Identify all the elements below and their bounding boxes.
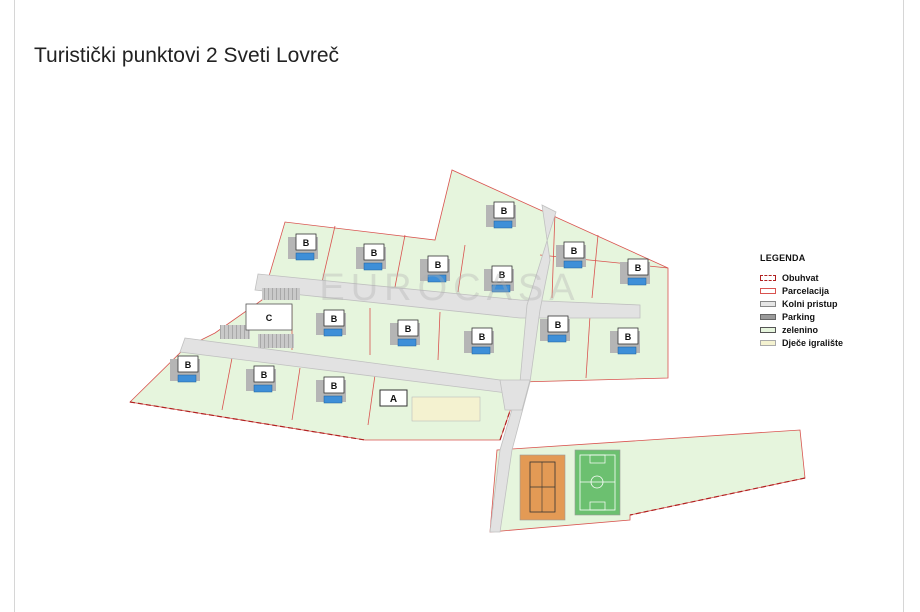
pool	[471, 346, 491, 355]
house-label: B	[303, 238, 310, 248]
legend-item-parking: Parking	[760, 310, 843, 323]
house-label: B	[479, 332, 486, 342]
house-box	[253, 365, 275, 383]
pool	[177, 374, 197, 383]
legend-swatch-obuhvat	[760, 274, 776, 281]
watermark: EUROCASA	[319, 267, 580, 309]
house-b: B	[356, 243, 386, 271]
legend-swatch-djece-igraliste	[760, 339, 776, 346]
house-b: B	[464, 327, 494, 355]
house-label: B	[571, 246, 578, 256]
houses-layer: B B B B B B B B B B B B B B B	[170, 201, 650, 404]
pool	[323, 328, 343, 337]
house-box	[177, 355, 199, 373]
playground	[411, 396, 481, 422]
parking-areas	[220, 288, 300, 348]
pool	[491, 284, 511, 293]
roads	[179, 204, 641, 533]
house-box	[547, 315, 569, 333]
legend-item-zelenino: zelenino	[760, 323, 843, 336]
house-b: B	[170, 355, 200, 383]
house-box	[563, 241, 585, 259]
legend: LEGENDA Obuhvat Parcelacija Kolni pristu…	[760, 253, 843, 349]
pool	[563, 260, 583, 269]
house-b: B	[316, 376, 346, 404]
house-label: B	[635, 263, 642, 273]
svg-text:C: C	[266, 313, 273, 323]
pool	[547, 334, 567, 343]
house-label: B	[499, 270, 506, 280]
page-title: Turistički punktovi 2 Sveti Lovreč	[34, 44, 340, 67]
pool	[617, 346, 637, 355]
house-box	[491, 265, 513, 283]
house-label: B	[435, 260, 442, 270]
house-b: B	[316, 309, 346, 337]
legend-swatch-zelenino	[760, 326, 776, 333]
house-box	[323, 376, 345, 394]
legend-swatch-parcelacija	[760, 287, 776, 294]
house-label: B	[625, 332, 632, 342]
pool	[363, 262, 383, 271]
house-b: B	[556, 241, 586, 269]
house-box	[397, 319, 419, 337]
pool	[493, 220, 513, 229]
legend-item-parcelacija: Parcelacija	[760, 284, 843, 297]
legend-swatch-kolni-pristup	[760, 300, 776, 307]
legend-item-djece-igraliste: Dječe igralište	[760, 336, 843, 349]
house-box	[363, 243, 385, 261]
svg-text:A: A	[390, 394, 397, 405]
pool	[295, 252, 315, 261]
pool	[427, 274, 447, 283]
house-label: B	[501, 206, 508, 216]
legend-item-obuhvat: Obuhvat	[760, 271, 843, 284]
house-b: B	[390, 319, 420, 347]
pool	[253, 384, 273, 393]
pool	[627, 277, 647, 286]
house-box	[617, 327, 639, 345]
legend-swatch-parking	[760, 313, 776, 320]
building-c: C	[245, 303, 293, 331]
house-box	[427, 255, 449, 273]
house-label: B	[185, 360, 192, 370]
house-label: B	[555, 320, 562, 330]
house-b: B	[288, 233, 318, 261]
house-box	[627, 258, 649, 276]
house-box	[323, 309, 345, 327]
house-label: B	[261, 370, 268, 380]
football-pitch	[574, 449, 621, 516]
house-b: B	[246, 365, 276, 393]
pool	[397, 338, 417, 347]
house-label: B	[331, 314, 338, 324]
house-box	[295, 233, 317, 251]
house-b: B	[620, 258, 650, 286]
pool	[323, 395, 343, 404]
house-b: B	[540, 315, 570, 343]
house-label: B	[405, 324, 412, 334]
house-b: B	[610, 327, 640, 355]
house-label: B	[331, 381, 338, 391]
legend-title: LEGENDA	[760, 253, 806, 263]
building-a: A	[379, 389, 408, 407]
house-label: B	[371, 248, 378, 258]
house-box	[493, 201, 515, 219]
house-b: B	[486, 201, 516, 229]
house-box	[471, 327, 493, 345]
tennis-court	[519, 454, 566, 521]
house-b: B	[420, 255, 450, 283]
legend-item-kolni-pristup: Kolni pristup	[760, 297, 843, 310]
house-b: B	[484, 265, 514, 293]
